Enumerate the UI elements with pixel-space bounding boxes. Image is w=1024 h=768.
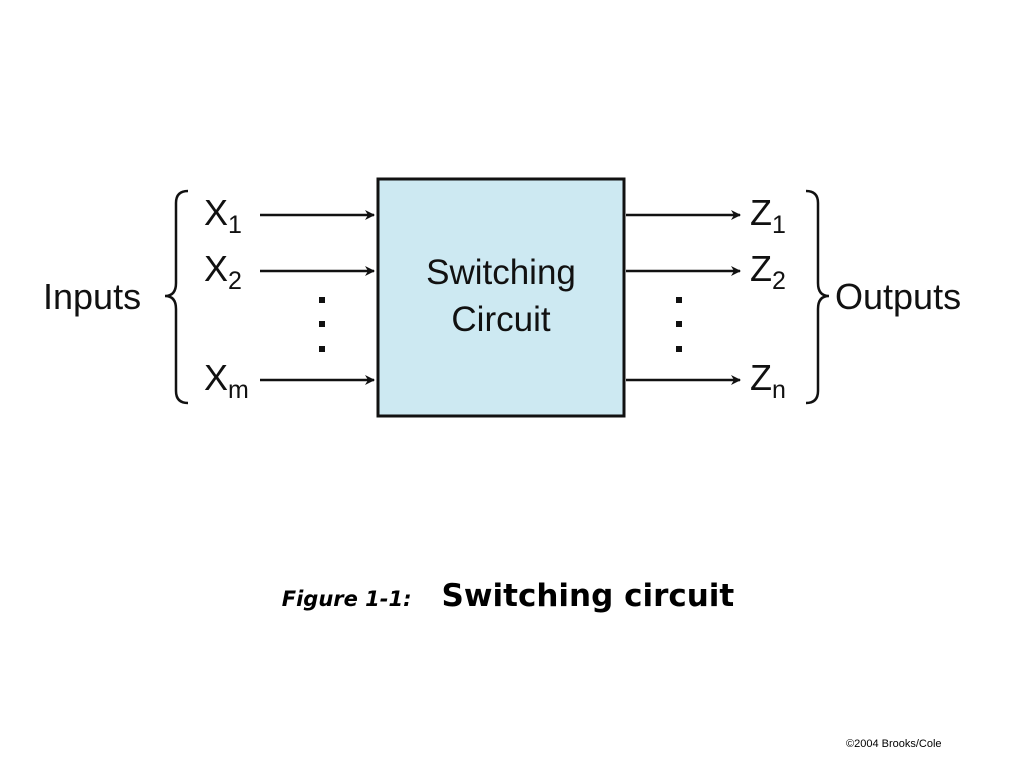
outputs-brace — [805, 189, 830, 405]
output-ellipsis — [676, 297, 682, 352]
output-label-z2: Z2 — [750, 248, 786, 295]
figure-number-label: Figure 1-1: — [281, 587, 412, 611]
box-label-line2: Circuit — [451, 300, 550, 339]
copyright-notice: ©2004 Brooks/Cole — [846, 738, 942, 750]
output-label-zn: Zn — [750, 357, 786, 404]
outputs-group-label: Outputs — [835, 276, 961, 317]
input-label-x1: X1 — [204, 192, 242, 239]
switching-circuit-box — [376, 177, 626, 418]
input-label-x2: X2 — [204, 248, 242, 295]
output-label-z1: Z1 — [750, 192, 786, 239]
input-label-xm: Xm — [204, 357, 249, 404]
input-ellipsis — [319, 297, 325, 352]
inputs-brace — [164, 189, 189, 405]
box-label-line1: Switching — [426, 253, 576, 292]
inputs-group-label: Inputs — [43, 276, 141, 317]
figure-title: Switching circuit — [441, 578, 735, 614]
figure-caption: Figure 1-1: Switching circuit — [0, 578, 1024, 614]
